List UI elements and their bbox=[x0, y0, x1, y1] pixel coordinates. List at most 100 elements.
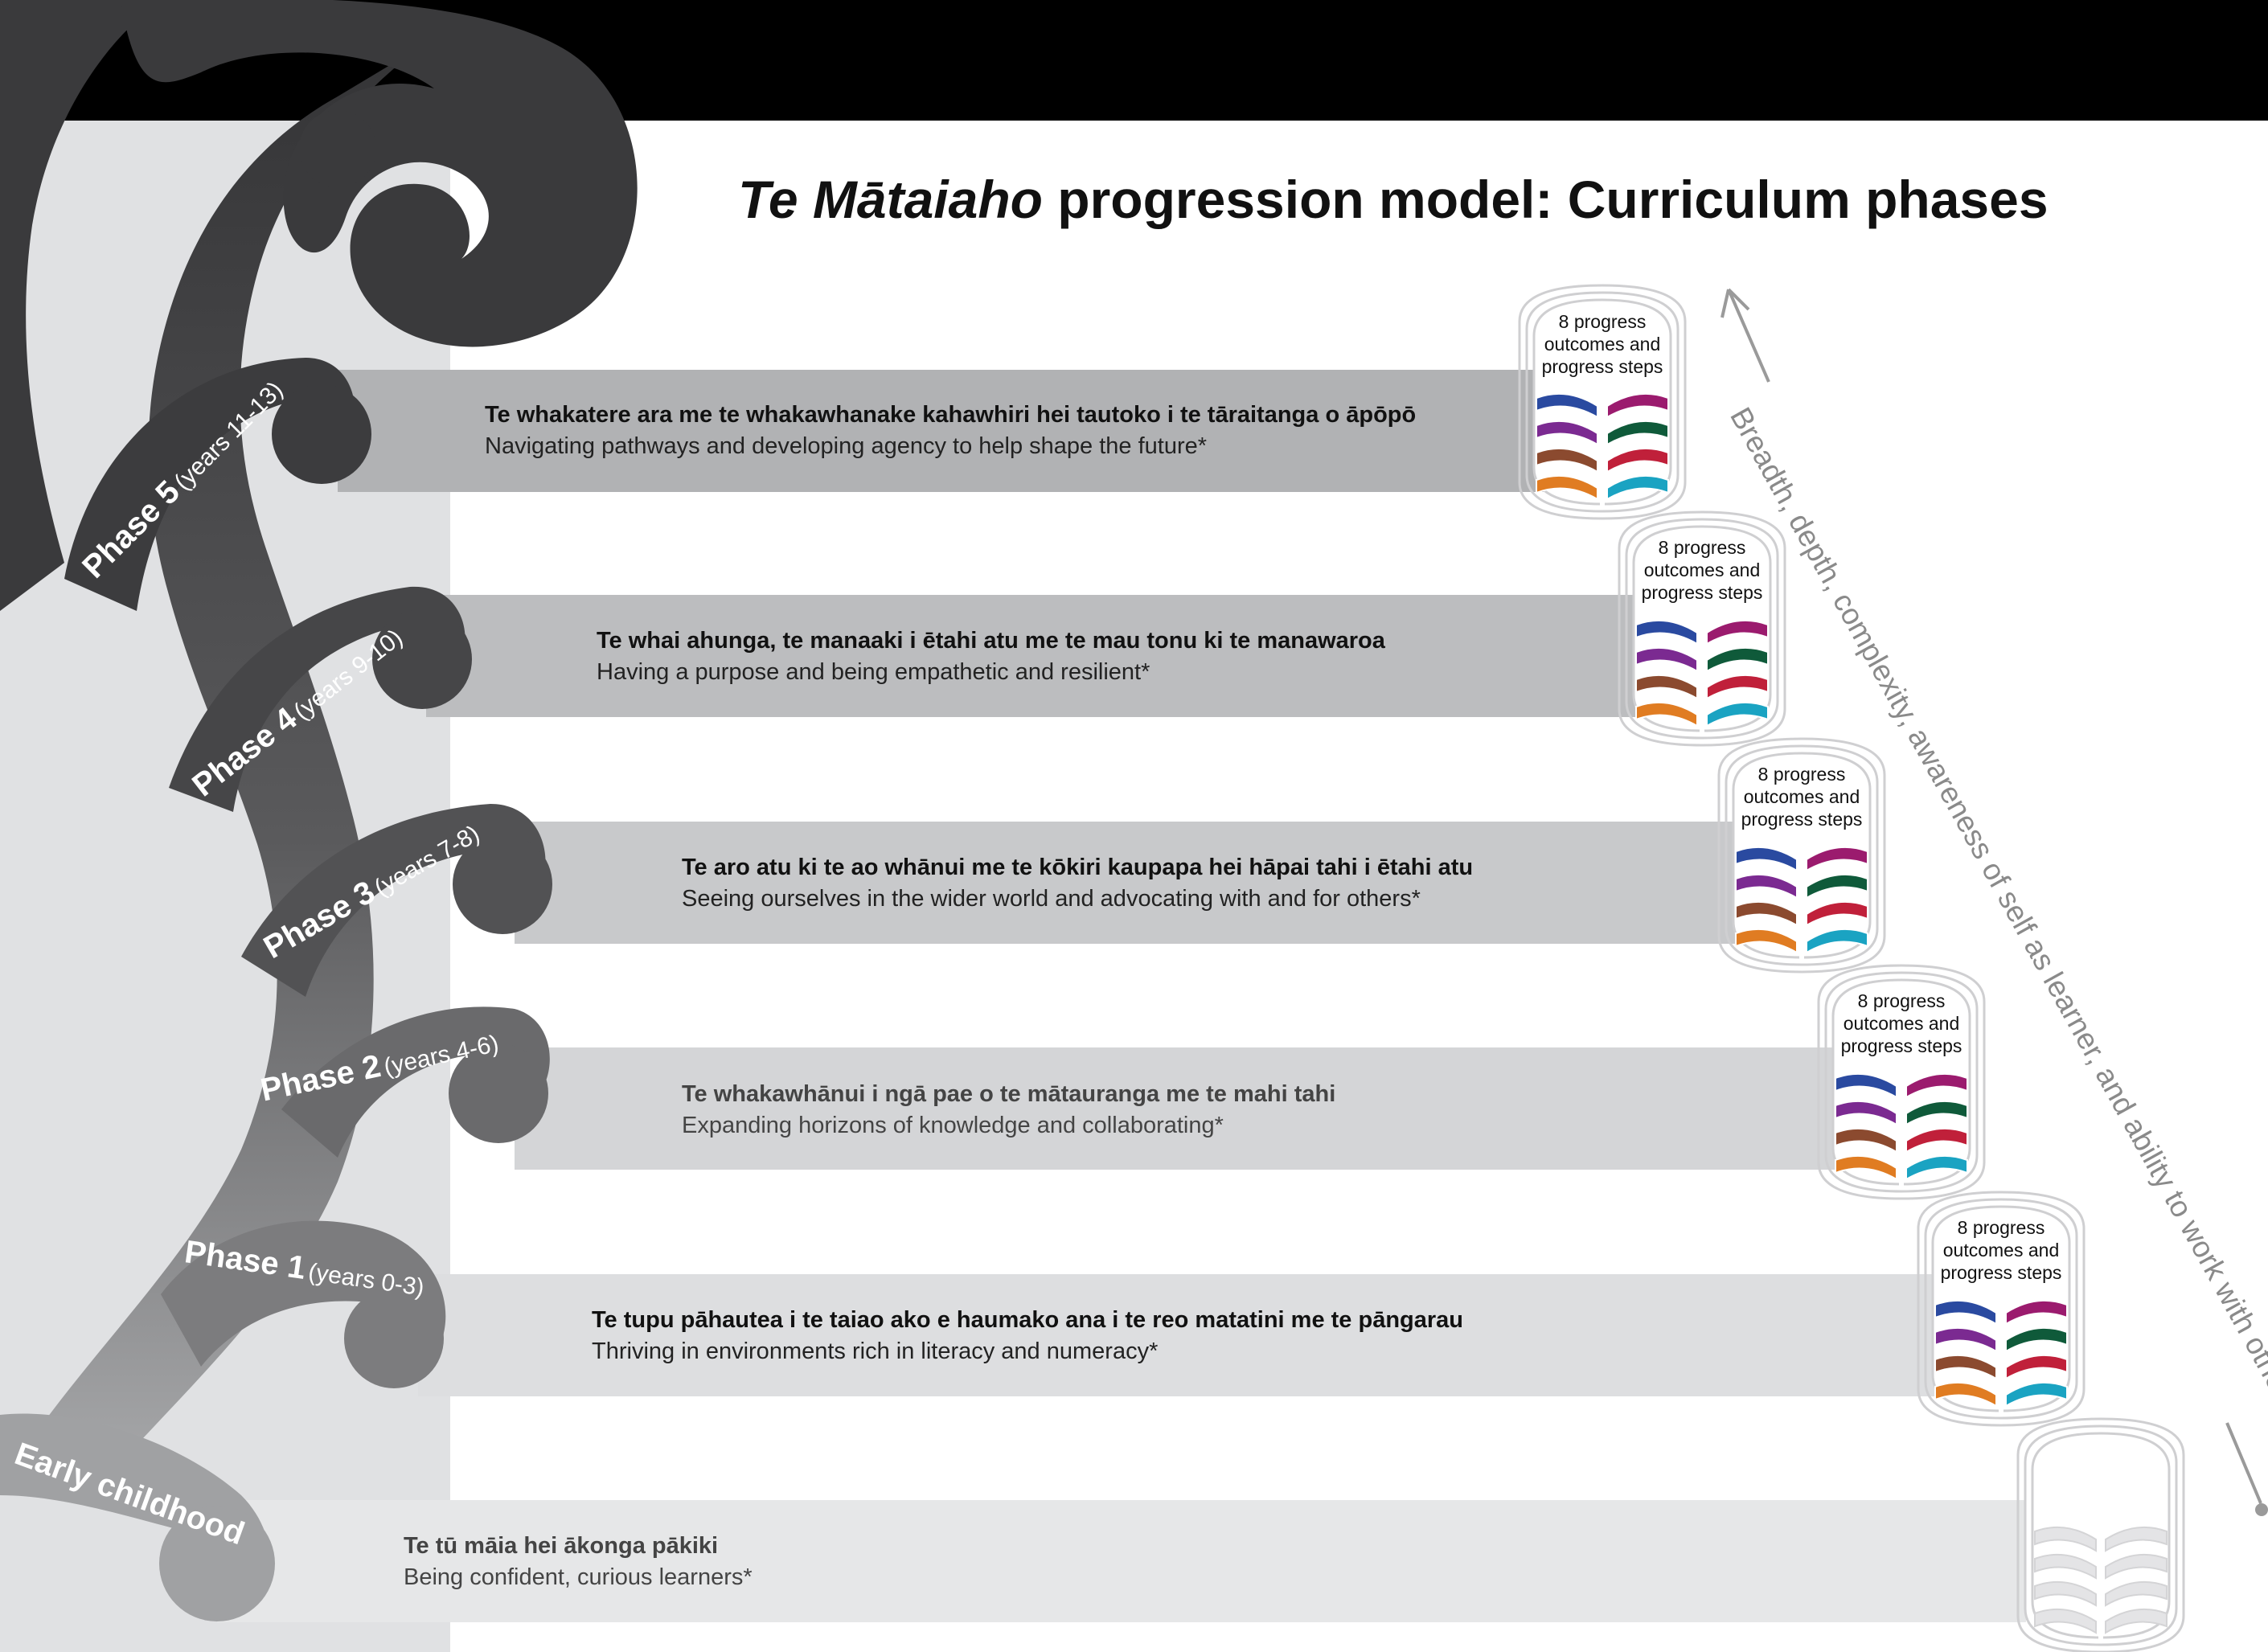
arm-early-childhood bbox=[0, 1413, 270, 1616]
phase3-stripe bbox=[1735, 873, 1798, 900]
phase3-stripe bbox=[1735, 846, 1798, 872]
early-childhood-stripe bbox=[2105, 1580, 2168, 1607]
phase1-band bbox=[418, 1274, 1938, 1396]
arrow-head-icon bbox=[1720, 288, 1750, 318]
phase2-english: Expanding horizons of knowledge and coll… bbox=[682, 1113, 1224, 1138]
phase2-stripe bbox=[1905, 1100, 1968, 1126]
progression-arrow bbox=[1720, 288, 2268, 1516]
phase5-cylinder-ring bbox=[1525, 291, 1679, 513]
phase3-stripe bbox=[1735, 928, 1798, 954]
arm-phase1 bbox=[161, 1220, 446, 1375]
top-koru-bud bbox=[299, 110, 376, 187]
phase5-maori: Te whakatere ara me te whakawhanake kaha… bbox=[485, 402, 1417, 428]
phase2-stripe bbox=[1905, 1154, 1968, 1181]
arm-phase5 bbox=[64, 358, 355, 611]
early-childhood-cylinder bbox=[2016, 1417, 2185, 1652]
phase1-description: Te tupu pāhautea i te taiao ako e haumak… bbox=[592, 1307, 1463, 1365]
koru-early-childhood bbox=[159, 1506, 275, 1621]
phase4-stripe bbox=[1706, 701, 1769, 728]
phase4-stripe bbox=[1635, 674, 1698, 700]
phase4-cylinder bbox=[1618, 510, 1786, 747]
phase2-stripe bbox=[1835, 1154, 1897, 1181]
phase4-stripe bbox=[1635, 619, 1698, 646]
early-childhood-cylinder-ring bbox=[2016, 1417, 2185, 1652]
phase5-band bbox=[338, 370, 1544, 492]
phase3-stripe bbox=[1806, 900, 1868, 927]
early-childhood-english: Being confident, curious learners* bbox=[404, 1564, 753, 1590]
phase3-description: Te aro atu ki te ao whānui me te kōkiri … bbox=[682, 855, 1473, 912]
phase2-maori: Te whakawhānui i ngā pae o te mātauranga… bbox=[682, 1081, 1336, 1107]
arrow-tail-dot-icon bbox=[2255, 1503, 2268, 1516]
phase3-band bbox=[515, 822, 1737, 944]
early-childhood-stripe bbox=[2105, 1526, 2168, 1552]
phase3-english: Seeing ourselves in the wider world and … bbox=[682, 886, 1421, 912]
phase5-stripe bbox=[1536, 420, 1598, 446]
phase5-cylinder-label: 8 progress outcomes and progress steps bbox=[1541, 311, 1663, 377]
koru-phase5 bbox=[272, 384, 371, 484]
phase4-cylinder-ring bbox=[1618, 510, 1786, 747]
phase-bands bbox=[217, 370, 2026, 1622]
koru-phase1 bbox=[344, 1289, 444, 1388]
phase4-stripe bbox=[1706, 619, 1769, 646]
phase3-cylinder bbox=[1717, 737, 1886, 974]
phase4-stripe bbox=[1706, 674, 1769, 700]
phase1-cylinder-ring bbox=[1924, 1198, 2078, 1420]
phase3-maori: Te aro atu ki te ao whānui me te kōkiri … bbox=[682, 855, 1474, 880]
title-rest: progression model: Curriculum phases bbox=[1057, 170, 2049, 229]
koru-phase2 bbox=[449, 1043, 548, 1143]
phase1-stripe bbox=[2005, 1299, 2068, 1326]
phase3-stripe bbox=[1735, 900, 1798, 927]
phase5-cylinder bbox=[1518, 284, 1687, 520]
phase1-stripe bbox=[1934, 1381, 1997, 1408]
phase1-stripe bbox=[2005, 1354, 2068, 1380]
phase2-description: Te whakawhānui i ngā pae o te mātauranga… bbox=[682, 1081, 1335, 1139]
phase1-cylinder bbox=[1917, 1191, 2085, 1427]
phase2-band bbox=[515, 1047, 1841, 1170]
early-childhood-band bbox=[217, 1500, 2026, 1622]
phase3-stripe bbox=[1806, 873, 1868, 900]
phase4-band bbox=[426, 595, 1648, 717]
phase5-stripe bbox=[1536, 447, 1598, 473]
phase3-stripe bbox=[1806, 928, 1868, 954]
early-childhood-stripe bbox=[2034, 1553, 2097, 1580]
phase4-cylinder-label: 8 progress outcomes and progress steps bbox=[1641, 537, 1763, 603]
koru-tree bbox=[0, 0, 638, 1621]
early-childhood-stripe bbox=[2034, 1580, 2097, 1607]
phase4-stripe bbox=[1635, 646, 1698, 673]
phase2-stripe bbox=[1835, 1127, 1897, 1154]
phase5-cylinder-ring bbox=[1518, 284, 1687, 520]
phase5-english: Navigating pathways and developing agenc… bbox=[485, 433, 1208, 459]
phase4-stripe bbox=[1635, 701, 1698, 728]
phase5-stripe bbox=[1536, 392, 1598, 419]
phase1-stripe bbox=[1934, 1354, 1997, 1380]
phase5-stripe bbox=[1606, 420, 1669, 446]
phase5-stripe bbox=[1606, 474, 1669, 501]
title-italic: Te Mātaiaho bbox=[738, 170, 1043, 229]
early-childhood-description: Te tū māia hei ākonga pākiki Being confi… bbox=[404, 1533, 753, 1591]
phase4-cylinder-ring bbox=[1625, 518, 1779, 740]
phase2-stripe bbox=[1835, 1072, 1897, 1099]
early-childhood-maori: Te tū māia hei ākonga pākiki bbox=[404, 1533, 719, 1559]
early-childhood-stripe bbox=[2105, 1553, 2168, 1580]
phase1-english: Thriving in environments rich in literac… bbox=[592, 1338, 1159, 1364]
phase1-stripe bbox=[1934, 1326, 1997, 1353]
page-title: Te Mātaiaho progression model: Curriculu… bbox=[738, 169, 2049, 230]
phase3-cylinder-label: 8 progress outcomes and progress steps bbox=[1741, 764, 1863, 830]
early-childhood-stripe bbox=[2105, 1608, 2168, 1634]
phase2-stripe bbox=[1905, 1072, 1968, 1099]
phase4-stripe bbox=[1706, 646, 1769, 673]
phase3-stripe bbox=[1806, 846, 1868, 872]
phase1-stripe bbox=[2005, 1326, 2068, 1353]
phase2-cylinder-ring bbox=[1824, 971, 1979, 1193]
progress-cylinders bbox=[1518, 284, 2185, 1652]
phase1-maori: Te tupu pāhautea i te taiao ako e haumak… bbox=[592, 1307, 1464, 1333]
arm-phase4 bbox=[169, 586, 465, 812]
phase4-description: Te whai ahunga, te manaaki i ētahi atu m… bbox=[597, 628, 1385, 686]
phase3-cylinder-ring bbox=[1717, 737, 1886, 974]
phase1-cylinder-label: 8 progress outcomes and progress steps bbox=[1940, 1217, 2062, 1283]
early-childhood-stripe bbox=[2034, 1526, 2097, 1552]
phase3-cylinder-ring bbox=[1725, 744, 1879, 966]
phase2-stripe bbox=[1905, 1127, 1968, 1154]
early-childhood-cylinder-ring bbox=[2024, 1424, 2178, 1646]
